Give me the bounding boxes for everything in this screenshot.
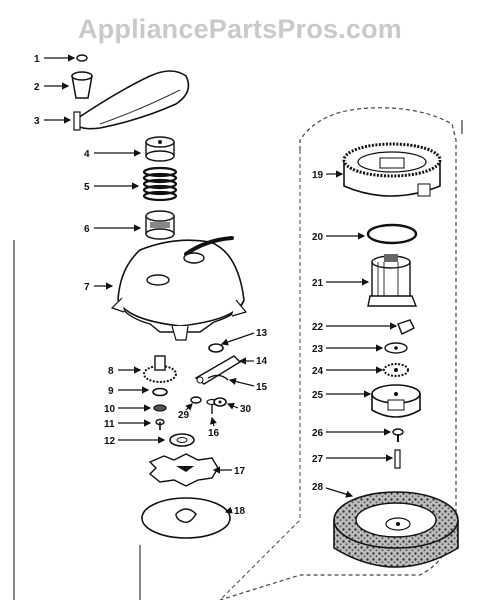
part-6-bushing xyxy=(145,210,175,240)
part-8-gear xyxy=(143,355,177,383)
callout-9: 9 xyxy=(108,386,150,397)
callout-3: 3 xyxy=(34,116,72,127)
callout-label-17: 17 xyxy=(234,466,246,477)
part-27-pin xyxy=(394,449,401,469)
callout-label-13: 13 xyxy=(256,328,268,339)
part-15-clip xyxy=(207,374,229,381)
callout-label-23: 23 xyxy=(312,344,324,355)
callout-23: 23 xyxy=(312,344,384,355)
assembly-dashed-outline xyxy=(219,107,457,600)
callout-6: 6 xyxy=(84,224,142,235)
part-7-housing xyxy=(110,236,248,341)
callout-24: 24 xyxy=(312,366,384,377)
callout-label-5: 5 xyxy=(84,182,90,193)
part-5-spring xyxy=(142,166,178,202)
callout-label-15: 15 xyxy=(256,382,268,393)
callout-27: 27 xyxy=(312,454,394,465)
callout-28: 28 xyxy=(312,482,354,498)
part-12-ring xyxy=(169,433,195,447)
part-9-washer xyxy=(152,387,168,397)
part-26-screw xyxy=(392,428,404,442)
callout-12: 12 xyxy=(104,436,166,447)
callout-label-21: 21 xyxy=(312,278,324,289)
callout-21: 21 xyxy=(312,278,370,289)
callout-29: 29 xyxy=(178,403,193,421)
callout-19: 19 xyxy=(312,170,344,181)
callout-14: 14 xyxy=(238,356,268,367)
part-19-ring-gear xyxy=(342,142,442,197)
part-25-hub xyxy=(371,384,421,418)
callout-11: 11 xyxy=(104,419,152,430)
callout-label-19: 19 xyxy=(312,170,324,181)
callout-label-27: 27 xyxy=(312,454,324,465)
callout-17: 17 xyxy=(212,466,246,477)
part-3-handle xyxy=(73,70,190,131)
part-4-cap xyxy=(145,136,175,162)
callout-label-14: 14 xyxy=(256,356,268,367)
part-2-knob xyxy=(71,71,93,99)
callout-30: 30 xyxy=(226,402,252,415)
callout-label-1: 1 xyxy=(34,54,40,65)
callout-7: 7 xyxy=(84,282,114,293)
callout-22: 22 xyxy=(312,322,398,333)
callout-18: 18 xyxy=(224,506,246,517)
part-22-key xyxy=(397,319,415,335)
callout-label-16: 16 xyxy=(208,428,220,439)
callout-label-22: 22 xyxy=(312,322,324,333)
callout-10: 10 xyxy=(104,404,152,415)
callout-16: 16 xyxy=(208,416,220,439)
callout-5: 5 xyxy=(84,182,140,193)
callout-1: 1 xyxy=(34,54,76,65)
callout-8: 8 xyxy=(108,366,142,377)
part-10-washer xyxy=(153,404,167,412)
callout-label-11: 11 xyxy=(104,419,115,430)
callout-26: 26 xyxy=(312,428,392,439)
callout-label-9: 9 xyxy=(108,386,114,397)
part-29-washer xyxy=(190,396,202,404)
callout-label-18: 18 xyxy=(234,506,246,517)
part-18-plate xyxy=(141,497,231,539)
callout-label-8: 8 xyxy=(108,366,114,377)
callout-label-30: 30 xyxy=(240,404,252,415)
callout-label-20: 20 xyxy=(312,232,324,243)
callout-label-29: 29 xyxy=(178,410,190,421)
callouts: 1 2 3 4 5 6 7 xyxy=(34,54,398,517)
callout-label-26: 26 xyxy=(312,428,324,439)
assembly-dashed-guide xyxy=(219,150,301,600)
callout-15: 15 xyxy=(228,377,268,393)
callout-label-10: 10 xyxy=(104,404,116,415)
frame-lines xyxy=(13,120,463,600)
callout-25: 25 xyxy=(312,390,372,401)
part-23-washer xyxy=(384,342,408,354)
callout-4: 4 xyxy=(84,149,142,160)
callout-label-4: 4 xyxy=(84,149,90,160)
callout-2: 2 xyxy=(34,82,70,93)
part-11-screw xyxy=(155,418,165,430)
part-21-drive xyxy=(367,254,418,307)
callout-label-25: 25 xyxy=(312,390,324,401)
callout-label-3: 3 xyxy=(34,116,40,127)
callout-label-7: 7 xyxy=(84,282,90,293)
part-24-gear xyxy=(383,363,409,377)
part-1-nut xyxy=(76,54,88,62)
callout-label-12: 12 xyxy=(104,436,116,447)
part-14-lever xyxy=(194,355,242,385)
part-13-clip xyxy=(208,343,224,353)
callout-label-28: 28 xyxy=(312,482,324,493)
watermark: AppliancePartsPros.com xyxy=(77,14,402,44)
part-28-grind-wheel xyxy=(333,491,459,568)
callout-13: 13 xyxy=(220,328,268,346)
part-30-washer xyxy=(213,397,227,407)
part-17-star-plate xyxy=(148,453,219,487)
callout-label-6: 6 xyxy=(84,224,90,235)
part-20-o-ring xyxy=(366,223,418,245)
callout-20: 20 xyxy=(312,232,366,243)
callout-label-2: 2 xyxy=(34,82,40,93)
callout-label-24: 24 xyxy=(312,366,324,377)
